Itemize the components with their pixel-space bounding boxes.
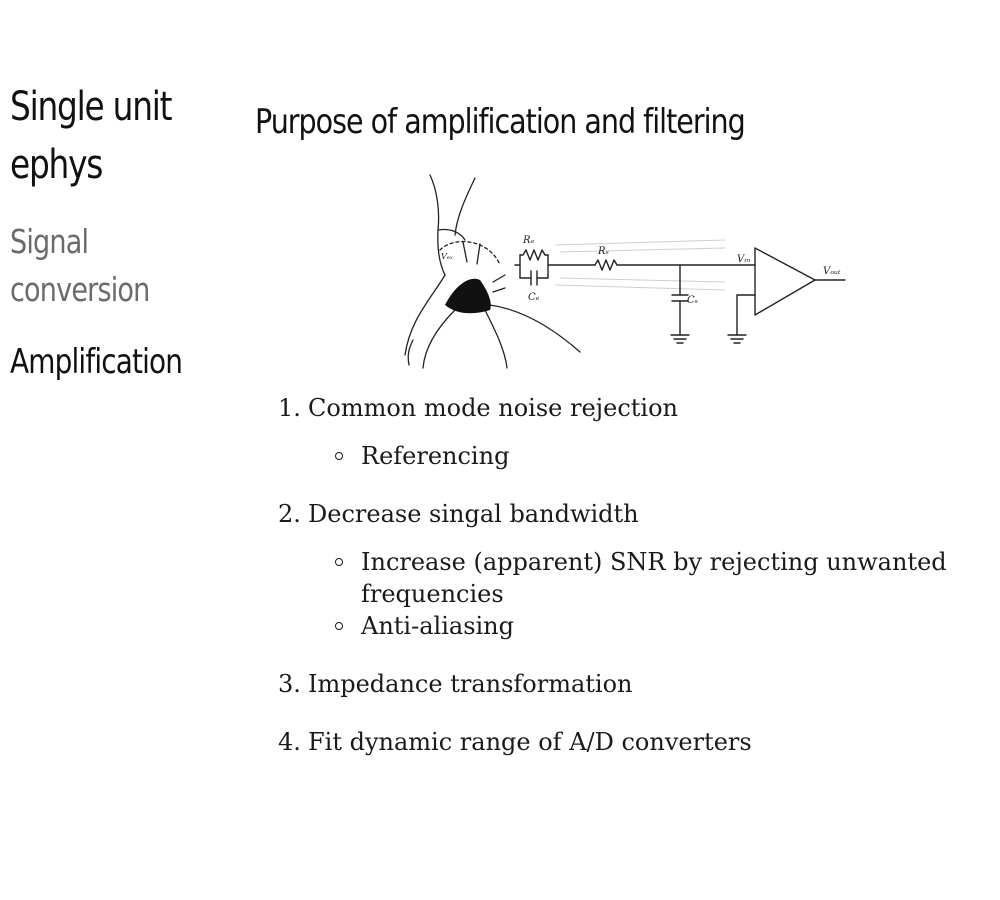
circle-bullet-icon xyxy=(335,452,343,460)
field-arrow-1 xyxy=(462,241,468,263)
field-arrow-3 xyxy=(492,274,506,283)
vex-label: Vₑₓ xyxy=(441,252,453,261)
sidebar-title-line1: Single unit xyxy=(10,84,173,130)
circle-bullet-icon xyxy=(335,558,343,566)
list-item-number: 4. xyxy=(278,728,301,756)
rs-resistor xyxy=(594,259,618,271)
list-item-number: 2. xyxy=(278,500,301,528)
vout-label: Vₒᵤₜ xyxy=(823,266,841,277)
sublist: Increase (apparent) SNR by rejecting unw… xyxy=(333,546,978,642)
field-arrow-2 xyxy=(476,243,481,265)
list-item-text: Impedance transformation xyxy=(308,670,633,698)
sublist-item-text: Anti-aliasing xyxy=(361,612,514,640)
dendrite-bottom xyxy=(484,309,508,369)
cs-label: Cₛ xyxy=(687,295,698,306)
sublist-item: Anti-aliasing xyxy=(333,610,978,642)
ce-label: Cₑ xyxy=(528,292,540,303)
soma xyxy=(445,278,491,314)
list-item-text: Common mode noise rejection xyxy=(308,394,678,422)
rs-label: Rₛ xyxy=(597,246,609,257)
list-item-number: 3. xyxy=(278,670,301,698)
amplifier-triangle xyxy=(754,247,816,316)
dendrite-right-upper xyxy=(454,177,476,236)
sublist: Referencing xyxy=(333,440,978,472)
list-item: 1.Common mode noise rejection Referencin… xyxy=(278,392,978,472)
purpose-list: 1.Common mode noise rejection Referencin… xyxy=(278,392,978,784)
sidebar-section-signal-conversion: Signal conversion xyxy=(10,218,199,314)
sublist-item-text: Increase (apparent) SNR by rejecting unw… xyxy=(361,548,947,608)
sidebar-title-line2: ephys xyxy=(10,142,103,188)
circuit-figure: Rₑ Cₑ Rₛ Cₛ Vᵢₙ Vₒᵤₜ Vₑₓ xyxy=(395,170,855,370)
list-item-text: Decrease singal bandwidth xyxy=(308,500,639,528)
dendrite-bottom-left xyxy=(422,309,456,369)
circle-bullet-icon xyxy=(335,622,343,630)
dendrite-left-lower xyxy=(404,274,446,356)
list-item: 3.Impedance transformation xyxy=(278,668,978,700)
sidebar-nav: Single unit ephys Signal conversion Ampl… xyxy=(10,78,240,386)
sidebar-title: Single unit ephys xyxy=(10,78,199,194)
dendrite-branch xyxy=(437,228,466,241)
re-label: Rₑ xyxy=(522,235,535,246)
list-item: 4.Fit dynamic range of A/D converters xyxy=(278,726,978,758)
sidebar-section-line2: conversion xyxy=(10,270,150,309)
list-item-number: 1. xyxy=(278,394,301,422)
axon xyxy=(489,304,581,353)
sidebar-section-line1: Signal xyxy=(10,222,89,261)
slide-title: Purpose of amplification and filtering xyxy=(255,102,746,142)
list-item: 2.Decrease singal bandwidth Increase (ap… xyxy=(278,498,978,642)
neuron-circuit-diagram: Rₑ Cₑ Rₛ Cₛ Vᵢₙ Vₒᵤₜ Vₑₓ xyxy=(404,174,846,369)
vin-label: Vᵢₙ xyxy=(737,254,750,265)
sublist-item: Referencing xyxy=(333,440,978,472)
dendrite-left-tip xyxy=(407,339,414,366)
field-arc xyxy=(439,240,501,266)
re-resistor xyxy=(519,249,549,261)
sublist-item: Increase (apparent) SNR by rejecting unw… xyxy=(333,546,978,610)
list-item-text: Fit dynamic range of A/D converters xyxy=(308,728,752,756)
field-arrow-4 xyxy=(492,287,506,293)
sublist-item-text: Referencing xyxy=(361,442,510,470)
sidebar-current-amplification: Amplification xyxy=(10,342,183,382)
